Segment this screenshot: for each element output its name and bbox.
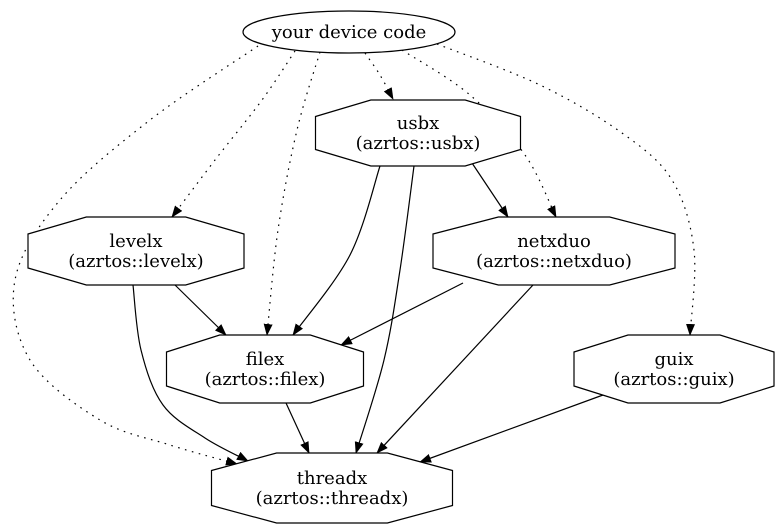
- node-filex: filex(azrtos::filex): [165, 334, 365, 404]
- levelx-label-line2: (azrtos::levelx): [68, 251, 203, 272]
- netxduo-octagon-shape: [432, 216, 676, 286]
- usbx-label-line1: usbx: [397, 113, 440, 134]
- edge-usbx-to-netxduo: [471, 162, 509, 218]
- node-device-code: your device code: [242, 10, 456, 54]
- guix-label-line2: (azrtos::guix): [613, 369, 734, 390]
- node-guix: guix(azrtos::guix): [573, 334, 775, 404]
- guix-label-line1: guix: [654, 349, 693, 370]
- edge-device-code-to-levelx: [171, 50, 296, 218]
- threadx-octagon-shape: [210, 452, 454, 524]
- edge-guix-to-threadx: [419, 394, 604, 463]
- netxduo-label-line1: netxduo: [517, 231, 591, 252]
- threadx-label-line2: (azrtos::threadx): [256, 488, 409, 509]
- device-code-ellipse-shape: [242, 10, 456, 54]
- edge-levelx-to-filex: [174, 284, 227, 336]
- edge-device-code-to-filex: [263, 51, 321, 336]
- edge-usbx-to-filex: [292, 165, 381, 336]
- edge-netxduo-to-threadx: [376, 284, 534, 454]
- guix-octagon-shape: [573, 334, 775, 404]
- usbx-octagon-shape: [314, 99, 522, 167]
- edge-device-code-to-guix: [436, 43, 696, 336]
- netxduo-label-line2: (azrtos::netxduo): [476, 251, 632, 272]
- threadx-label-line1: threadx: [297, 468, 368, 489]
- node-netxduo: netxduo(azrtos::netxduo): [432, 216, 676, 286]
- device-code-label-line1: your device code: [271, 22, 427, 43]
- edge-device-code-to-netxduo: [401, 49, 557, 218]
- edge-usbx-to-threadx: [354, 165, 415, 454]
- usbx-label-line2: (azrtos::usbx): [356, 133, 481, 154]
- filex-label-line1: filex: [246, 349, 285, 370]
- edge-levelx-to-threadx: [132, 284, 249, 462]
- levelx-label-line1: levelx: [109, 231, 162, 252]
- node-usbx: usbx(azrtos::usbx): [314, 99, 522, 167]
- node-threadx: threadx(azrtos::threadx): [210, 452, 454, 524]
- node-levelx: levelx(azrtos::levelx): [27, 216, 245, 286]
- filex-label-line2: (azrtos::filex): [205, 369, 326, 390]
- edge-netxduo-to-filex: [340, 282, 464, 346]
- filex-octagon-shape: [165, 334, 365, 404]
- edge-filex-to-threadx: [285, 402, 310, 454]
- levelx-octagon-shape: [27, 216, 245, 286]
- edge-device-code-to-usbx: [364, 52, 394, 100]
